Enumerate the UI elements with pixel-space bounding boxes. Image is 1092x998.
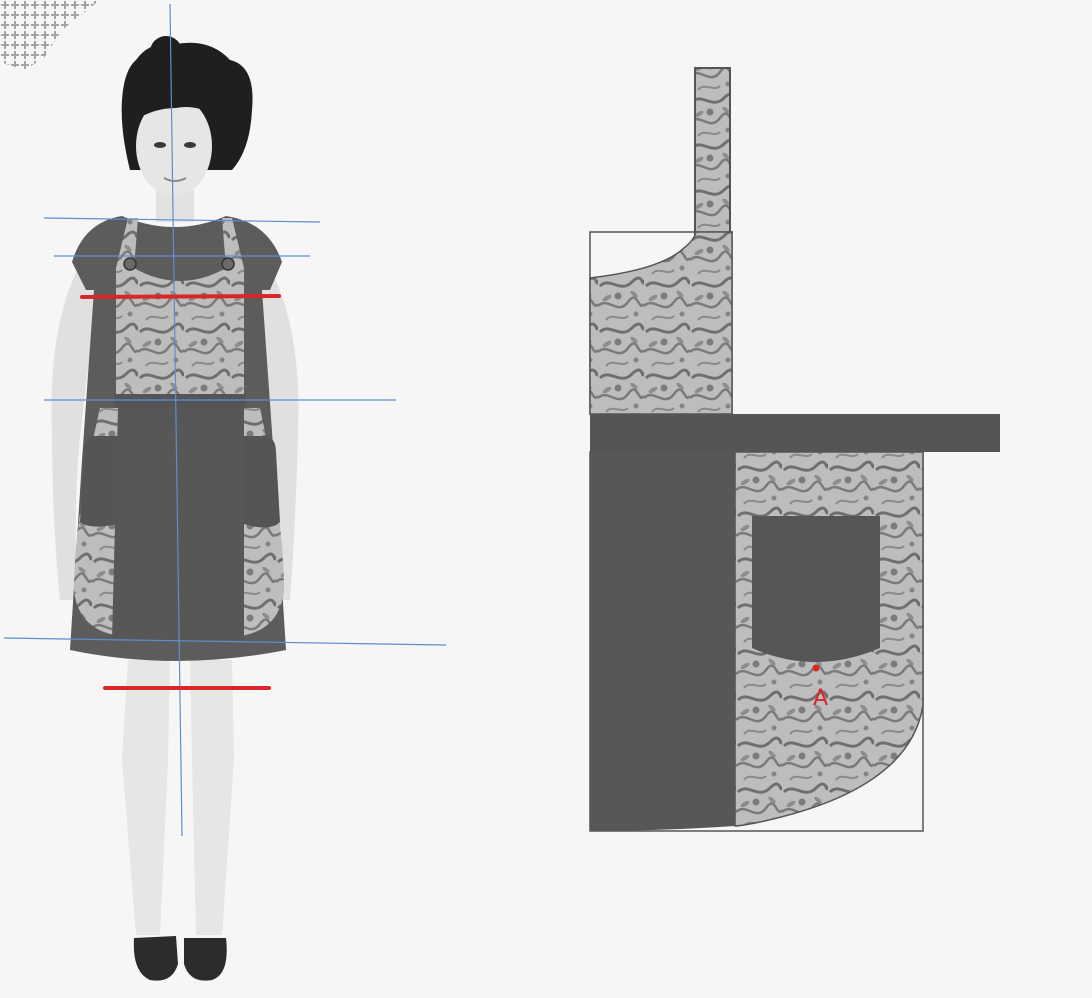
apron-waistband <box>114 394 246 408</box>
corner-ornament <box>0 0 100 70</box>
bib-top-measure <box>82 296 279 297</box>
right-shoe <box>184 938 227 981</box>
bib-piece <box>590 232 732 414</box>
left-pocket <box>80 436 118 527</box>
head <box>122 36 253 196</box>
pocket-piece <box>752 516 880 662</box>
waistband-piece <box>590 414 1000 452</box>
right-pocket <box>244 436 280 528</box>
left-shoe <box>134 936 178 981</box>
bib-button-right <box>222 258 234 270</box>
bib-button-left <box>124 258 136 270</box>
point-a-marker <box>813 665 820 672</box>
skirt-center-piece <box>590 452 735 831</box>
strap-piece <box>695 68 730 234</box>
girl-figure <box>52 36 299 981</box>
pattern-diagram: A <box>590 68 1000 831</box>
point-a-label: A <box>813 686 828 711</box>
